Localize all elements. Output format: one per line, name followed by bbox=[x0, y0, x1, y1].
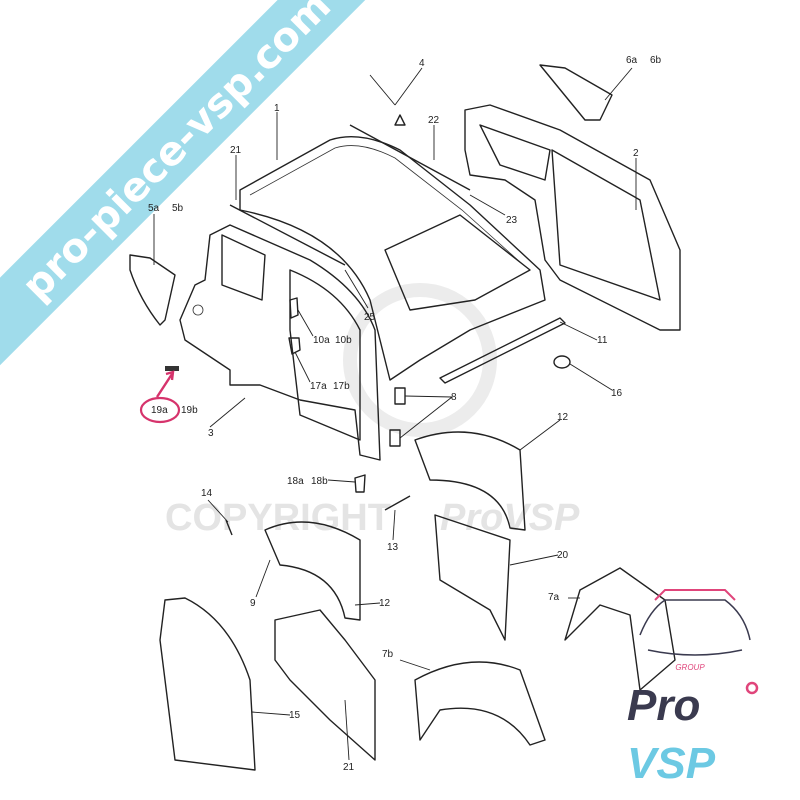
roof-body-shell bbox=[229, 124, 546, 381]
callout-labels: 4 6a 6b 22 1 21 2 23 5a 5b 25 11 10a 10b… bbox=[148, 55, 662, 773]
part-10 bbox=[289, 297, 299, 319]
callout-14: 14 bbox=[201, 488, 213, 499]
clip-8a bbox=[394, 387, 406, 405]
callout-6b: 6b bbox=[650, 55, 662, 66]
copyright-watermark-brand: ProVSP bbox=[440, 497, 580, 539]
door-seal-15 bbox=[159, 597, 256, 771]
callout-5a: 5a bbox=[148, 203, 160, 214]
panel-20 bbox=[434, 514, 511, 641]
callout-9: 9 bbox=[250, 598, 256, 609]
part-18 bbox=[354, 474, 366, 493]
callout-6a: 6a bbox=[626, 55, 638, 66]
left-side-panel bbox=[179, 224, 381, 461]
callout-2: 2 bbox=[633, 148, 639, 159]
url-banner: pro-piece-vsp.com bbox=[0, 0, 447, 371]
copyright-watermark: COPYRIGHT bbox=[165, 497, 391, 539]
callout-18b: 18b bbox=[311, 476, 328, 487]
callout-7b: 7b bbox=[382, 649, 394, 660]
wheel-arch-liner-12-upper bbox=[414, 431, 526, 531]
callout-18a: 18a bbox=[287, 476, 304, 487]
callout-17b: 17b bbox=[333, 381, 350, 392]
plug-16 bbox=[553, 355, 571, 369]
rod-13 bbox=[384, 495, 411, 511]
liner-7a bbox=[564, 567, 676, 691]
quarter-glass-5 bbox=[129, 254, 176, 326]
part-17 bbox=[288, 337, 301, 355]
callout-12-upper: 12 bbox=[557, 412, 569, 423]
provsp-logo: GROUP Pro VSP bbox=[627, 589, 759, 788]
logo-pro-text: Pro bbox=[627, 681, 700, 730]
callout-20: 20 bbox=[557, 550, 569, 561]
callout-4: 4 bbox=[419, 58, 425, 69]
callout-23: 23 bbox=[506, 215, 518, 226]
callout-16: 16 bbox=[611, 388, 623, 399]
callout-11: 11 bbox=[597, 335, 608, 346]
callout-10a: 10a bbox=[313, 335, 330, 346]
callout-13: 13 bbox=[387, 542, 399, 553]
sill-strip-11 bbox=[439, 317, 566, 384]
right-body-side bbox=[464, 104, 681, 331]
callout-7a: 7a bbox=[548, 592, 560, 603]
logo-vsp-text: VSP bbox=[627, 739, 716, 788]
liner-7b bbox=[414, 661, 546, 746]
callout-1: 1 bbox=[274, 103, 280, 114]
panel-21 bbox=[274, 609, 376, 761]
leader-lines bbox=[153, 67, 637, 761]
callout-10b: 10b bbox=[335, 335, 352, 346]
highlight-19a bbox=[139, 370, 181, 424]
callout-21-bottom: 21 bbox=[343, 762, 355, 773]
callout-3: 3 bbox=[208, 428, 214, 439]
callout-17a: 17a bbox=[310, 381, 327, 392]
part-19-badge bbox=[165, 366, 179, 371]
logo-group-text: GROUP bbox=[675, 663, 705, 672]
callout-25: 25 bbox=[364, 312, 376, 323]
screw-14 bbox=[225, 519, 233, 536]
callout-22: 22 bbox=[428, 115, 440, 126]
callout-19b: 19b bbox=[181, 405, 198, 416]
antenna-base-4 bbox=[394, 114, 406, 126]
banner-url-text: pro-piece-vsp.com bbox=[13, 0, 340, 309]
callout-8: 8 bbox=[451, 392, 457, 403]
callout-5b: 5b bbox=[172, 203, 184, 214]
quarter-glass-6 bbox=[539, 64, 613, 121]
callout-12-lower: 12 bbox=[379, 598, 391, 609]
wheel-arch-liner-9-12 bbox=[264, 521, 361, 621]
callout-21-top: 21 bbox=[230, 145, 242, 156]
callout-15: 15 bbox=[289, 710, 301, 721]
callout-19a: 19a bbox=[151, 405, 168, 416]
